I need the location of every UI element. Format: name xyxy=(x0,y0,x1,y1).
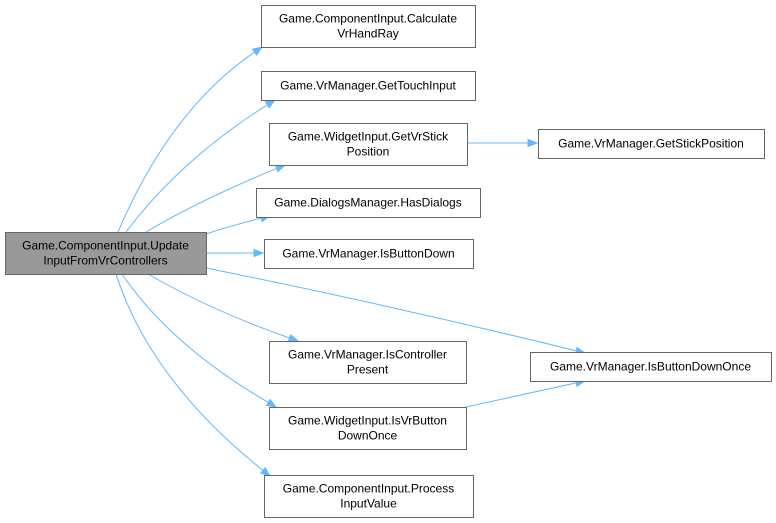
node-is_button_down[interactable]: Game.VrManager.IsButtonDown xyxy=(264,239,474,269)
node-box[interactable] xyxy=(256,188,481,218)
node-box[interactable] xyxy=(269,407,467,450)
edge-line xyxy=(205,267,577,352)
edge-root-to-is_button_down xyxy=(206,248,265,258)
edge-line xyxy=(145,167,277,233)
node-label-line: Game.VrManager.GetTouchInput xyxy=(280,79,456,93)
node-label-line: Game.WidgetInput.IsVrButton xyxy=(288,414,447,428)
edge-arrowhead xyxy=(287,333,300,342)
edge-line xyxy=(465,382,577,408)
edge-arrowhead xyxy=(264,99,277,109)
node-label-line: InputFromVrControllers xyxy=(43,254,167,268)
node-label-line: DownOnce xyxy=(338,429,398,443)
edge-line xyxy=(205,217,262,235)
node-box[interactable] xyxy=(530,352,772,382)
edge-root-to-get_touch_input xyxy=(125,99,277,233)
edge-get_vr_stick_position-to-get_stick_position xyxy=(466,138,539,148)
node-label-line: Game.ComponentInput.Update xyxy=(22,239,189,253)
node-get_stick_position[interactable]: Game.VrManager.GetStickPosition xyxy=(538,129,765,159)
node-label-line: Game.VrManager.IsController xyxy=(288,348,447,362)
node-box[interactable] xyxy=(261,71,476,101)
node-label-line: Game.VrManager.IsButtonDownOnce xyxy=(550,360,751,374)
edge-line xyxy=(121,273,269,403)
node-label-line: Game.DialogsManager.HasDialogs xyxy=(274,196,461,210)
nodes-layer: Game.ComponentInput.UpdateInputFromVrCon… xyxy=(5,5,772,518)
edge-arrowhead xyxy=(251,46,264,56)
edge-arrowhead xyxy=(265,398,278,408)
node-label-line: Game.WidgetInput.GetVrStick xyxy=(288,130,449,144)
node-label-line: Game.ComponentInput.Process xyxy=(283,482,454,496)
edge-line xyxy=(115,273,264,471)
node-label-line: Position xyxy=(347,145,390,159)
node-has_dialogs[interactable]: Game.DialogsManager.HasDialogs xyxy=(256,188,481,218)
edge-line xyxy=(147,273,290,339)
node-label-line: Present xyxy=(347,363,389,377)
edge-line xyxy=(125,104,268,233)
node-box[interactable] xyxy=(269,341,467,384)
edge-arrowhead xyxy=(253,248,265,258)
edge-root-to-process_input_value xyxy=(115,273,272,477)
node-box[interactable] xyxy=(264,475,474,518)
node-label-line: Game.VrManager.GetStickPosition xyxy=(558,137,744,151)
node-is_button_down_once[interactable]: Game.VrManager.IsButtonDownOnce xyxy=(530,352,772,382)
edge-root-to-is_vr_button_down_once xyxy=(121,273,278,408)
edge-is_vr_button_down_once-to-is_button_down_once xyxy=(465,378,587,408)
node-box[interactable] xyxy=(264,239,474,269)
edge-arrowhead xyxy=(527,138,539,148)
edge-line xyxy=(117,51,255,233)
node-box[interactable] xyxy=(269,123,468,166)
node-get_touch_input[interactable]: Game.VrManager.GetTouchInput xyxy=(261,71,476,101)
edge-root-to-calc_hand_ray xyxy=(117,46,264,233)
node-label-line: Game.ComponentInput.Calculate xyxy=(279,12,457,26)
node-root[interactable]: Game.ComponentInput.UpdateInputFromVrCon… xyxy=(5,232,207,275)
node-box[interactable] xyxy=(261,5,476,48)
node-label-line: Game.VrManager.IsButtonDown xyxy=(282,247,454,261)
node-box[interactable] xyxy=(538,129,765,159)
node-label-line: VrHandRay xyxy=(337,27,399,41)
node-box[interactable] xyxy=(5,232,207,275)
node-label-line: InputValue xyxy=(340,497,397,511)
edge-arrowhead xyxy=(259,466,272,477)
